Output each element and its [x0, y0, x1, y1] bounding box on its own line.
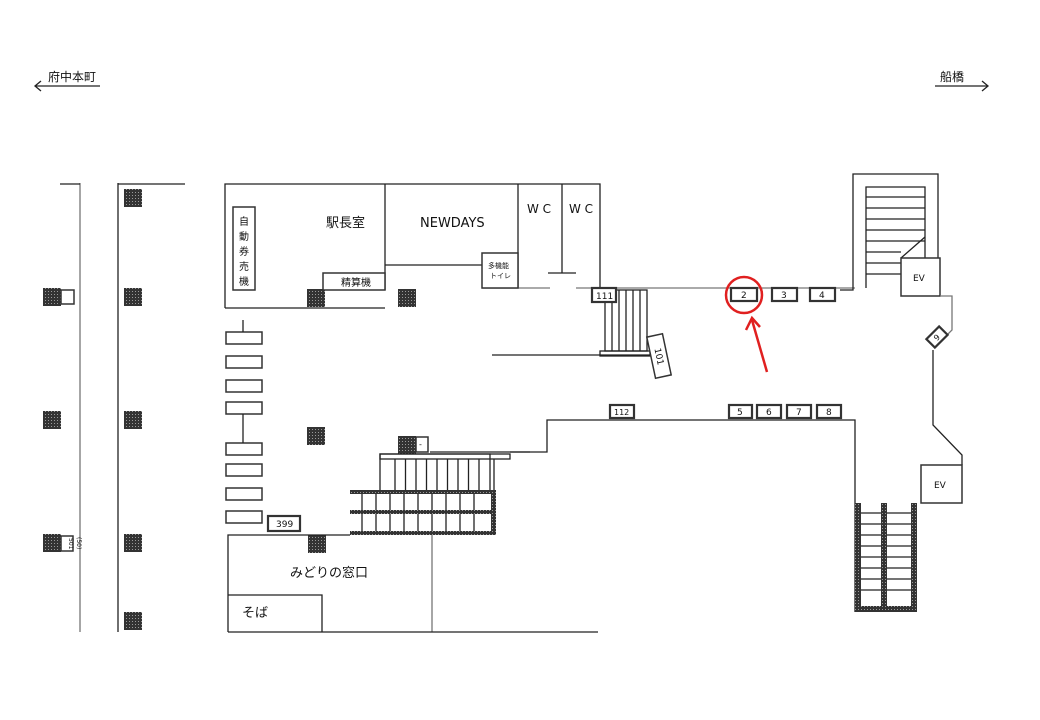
wc-1: W C: [527, 202, 551, 216]
svg-text:8: 8: [826, 408, 832, 418]
sign-5: 5: [727, 403, 754, 420]
stairs-top-right: [840, 173, 939, 291]
svg-text:101: 101: [651, 347, 664, 366]
ticket-gates: [225, 331, 263, 524]
ticket-gate: [225, 463, 263, 477]
sign-8: 8: [815, 403, 843, 420]
pillar: [124, 288, 142, 306]
svg-text:5: 5: [737, 408, 743, 418]
ticket-office-area: [227, 534, 598, 633]
label-50: (50): [75, 537, 82, 549]
ticket-gate: [225, 442, 263, 456]
svg-text:7: 7: [796, 408, 802, 418]
highlight-circle: [724, 275, 764, 315]
wc-2: W C: [569, 202, 593, 216]
elevator-top-label: EV: [913, 274, 926, 284]
svg-text:動: 動: [239, 230, 249, 243]
escalators-bottom-right: [855, 503, 917, 612]
ticket-gate: [225, 379, 263, 393]
elevator-bottom: [920, 464, 963, 504]
stairs-lower: [350, 451, 530, 535]
pillar: [307, 427, 325, 445]
elevator-top: [900, 257, 941, 297]
ticket-machines: [232, 206, 256, 291]
sign-2[interactable]: 2: [729, 286, 759, 303]
fare-adjustment-label: 精算機: [341, 276, 371, 289]
sign-7: 7: [785, 403, 813, 420]
sign-101: 101: [645, 332, 673, 380]
svg-text:券: 券: [239, 245, 249, 258]
direction-left-label: 府中本町: [48, 69, 96, 84]
label-501: 501: [67, 538, 74, 550]
svg-text:112: 112: [614, 408, 629, 417]
sign-6: 6: [755, 403, 783, 420]
multipurpose-toilet-label-2: トイレ: [490, 272, 511, 280]
pillar: [124, 534, 142, 552]
sign-3: 3: [770, 286, 799, 303]
station-master-room: 駅長室: [326, 215, 365, 231]
svg-text:399: 399: [276, 520, 293, 530]
soba-shop: そば: [242, 606, 268, 621]
direction-right: 船橋: [935, 70, 990, 92]
sign-box-501: [60, 535, 74, 552]
pillar: [43, 288, 61, 306]
svg-text:3: 3: [781, 291, 787, 301]
elevator-bottom-label: EV: [934, 481, 947, 491]
pillar: [124, 189, 142, 207]
newdays-shop: NEWDAYS: [420, 216, 485, 231]
pillar: [398, 436, 416, 454]
svg-text:9: 9: [932, 333, 942, 343]
highlight-arrow: [744, 315, 769, 373]
svg-text:111: 111: [596, 292, 613, 302]
pillar: [398, 289, 416, 307]
ticket-gate: [225, 487, 263, 501]
pillar: [43, 411, 61, 429]
pillar: [43, 534, 61, 552]
platform-edge: [60, 183, 185, 632]
ticket-gate: [225, 331, 263, 345]
pillar: [124, 411, 142, 429]
midori-no-madoguchi: みどりの窓口: [290, 565, 368, 581]
sign-box: [60, 289, 75, 305]
multipurpose-toilet: [481, 252, 519, 289]
pillar: [124, 612, 142, 630]
pillars: [43, 189, 416, 630]
pillar: [308, 535, 326, 553]
fare-adjustment-machine: [322, 272, 386, 291]
multipurpose-toilet-label: 多機能: [488, 261, 509, 270]
sign-111: 111: [590, 286, 618, 304]
sign-box-small: [415, 436, 429, 453]
ticket-machines-label: 自 動 券 売 機: [239, 215, 249, 288]
svg-text:4: 4: [819, 291, 825, 301]
ticket-gate: [225, 510, 263, 524]
ticket-gate: [225, 355, 263, 369]
direction-left: 府中本町: [33, 69, 100, 92]
label-small: -: [419, 440, 422, 449]
svg-text:機: 機: [239, 275, 249, 288]
svg-text:2: 2: [741, 291, 747, 301]
svg-text:売: 売: [239, 260, 249, 273]
ticket-gate: [225, 401, 263, 415]
pillar: [307, 289, 325, 307]
svg-text:自: 自: [239, 215, 249, 228]
sign-4: 4: [808, 286, 837, 303]
sign-112: 112: [608, 403, 636, 420]
direction-right-label: 船橋: [940, 70, 964, 84]
sign-9: 9: [924, 324, 950, 350]
svg-text:6: 6: [766, 408, 772, 418]
sign-399: 399: [266, 514, 302, 533]
